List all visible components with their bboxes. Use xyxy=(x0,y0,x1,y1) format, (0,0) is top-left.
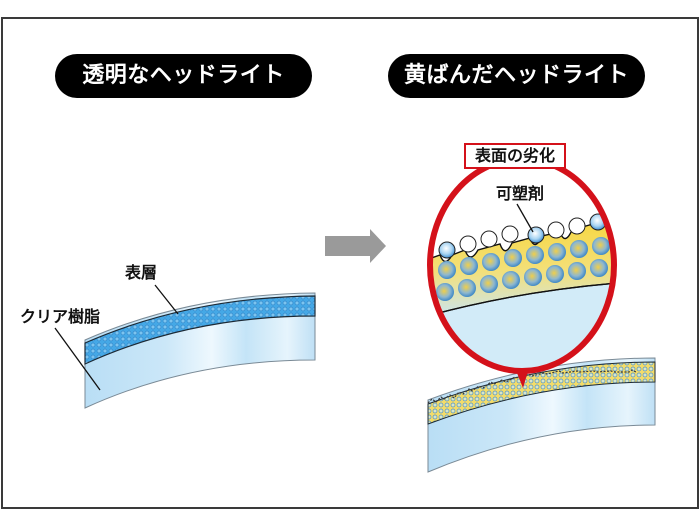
particle xyxy=(548,243,566,261)
label-surface-layer: 表層 xyxy=(125,263,158,282)
particle xyxy=(527,226,545,244)
particle xyxy=(459,235,477,253)
surface-layer xyxy=(84,295,316,365)
title-yellowed-headlight: 黄ばんだヘッドライト xyxy=(388,54,645,98)
particle xyxy=(480,275,498,293)
plasticizer-leader xyxy=(516,203,534,233)
label-surface-degradation: 表面の劣化 xyxy=(464,143,566,169)
particle xyxy=(547,221,565,239)
particle xyxy=(570,240,588,258)
particle xyxy=(460,257,478,275)
surface-layer-leader xyxy=(154,284,179,315)
label-clear-resin: クリア樹脂 xyxy=(20,307,101,326)
particle xyxy=(438,261,456,279)
magnifier-pointer xyxy=(515,368,529,388)
particle xyxy=(524,268,542,286)
particle xyxy=(458,279,476,297)
magnified-detail xyxy=(427,156,617,388)
particle xyxy=(526,246,544,264)
clear-resin-leader xyxy=(54,327,101,391)
particle xyxy=(436,283,454,301)
right-arrow-icon xyxy=(325,229,386,263)
clear-headlight-lens xyxy=(54,284,316,409)
particle xyxy=(501,225,519,243)
degraded-surface-edge xyxy=(427,369,637,404)
yellowed-surface-layer xyxy=(427,361,656,425)
particle xyxy=(568,262,586,280)
title-clear-headlight: 透明なヘッドライト xyxy=(55,54,312,98)
particle xyxy=(480,230,498,248)
particle xyxy=(592,237,610,255)
particle xyxy=(568,217,586,235)
particle xyxy=(438,241,456,259)
particle xyxy=(502,271,520,289)
particle xyxy=(546,265,564,283)
particle xyxy=(482,253,500,271)
magnified-boundary xyxy=(430,281,614,319)
label-plasticizer: 可塑剤 xyxy=(496,184,545,203)
particle xyxy=(504,249,522,267)
particle xyxy=(590,259,608,277)
yellowed-headlight-lens xyxy=(427,357,656,473)
